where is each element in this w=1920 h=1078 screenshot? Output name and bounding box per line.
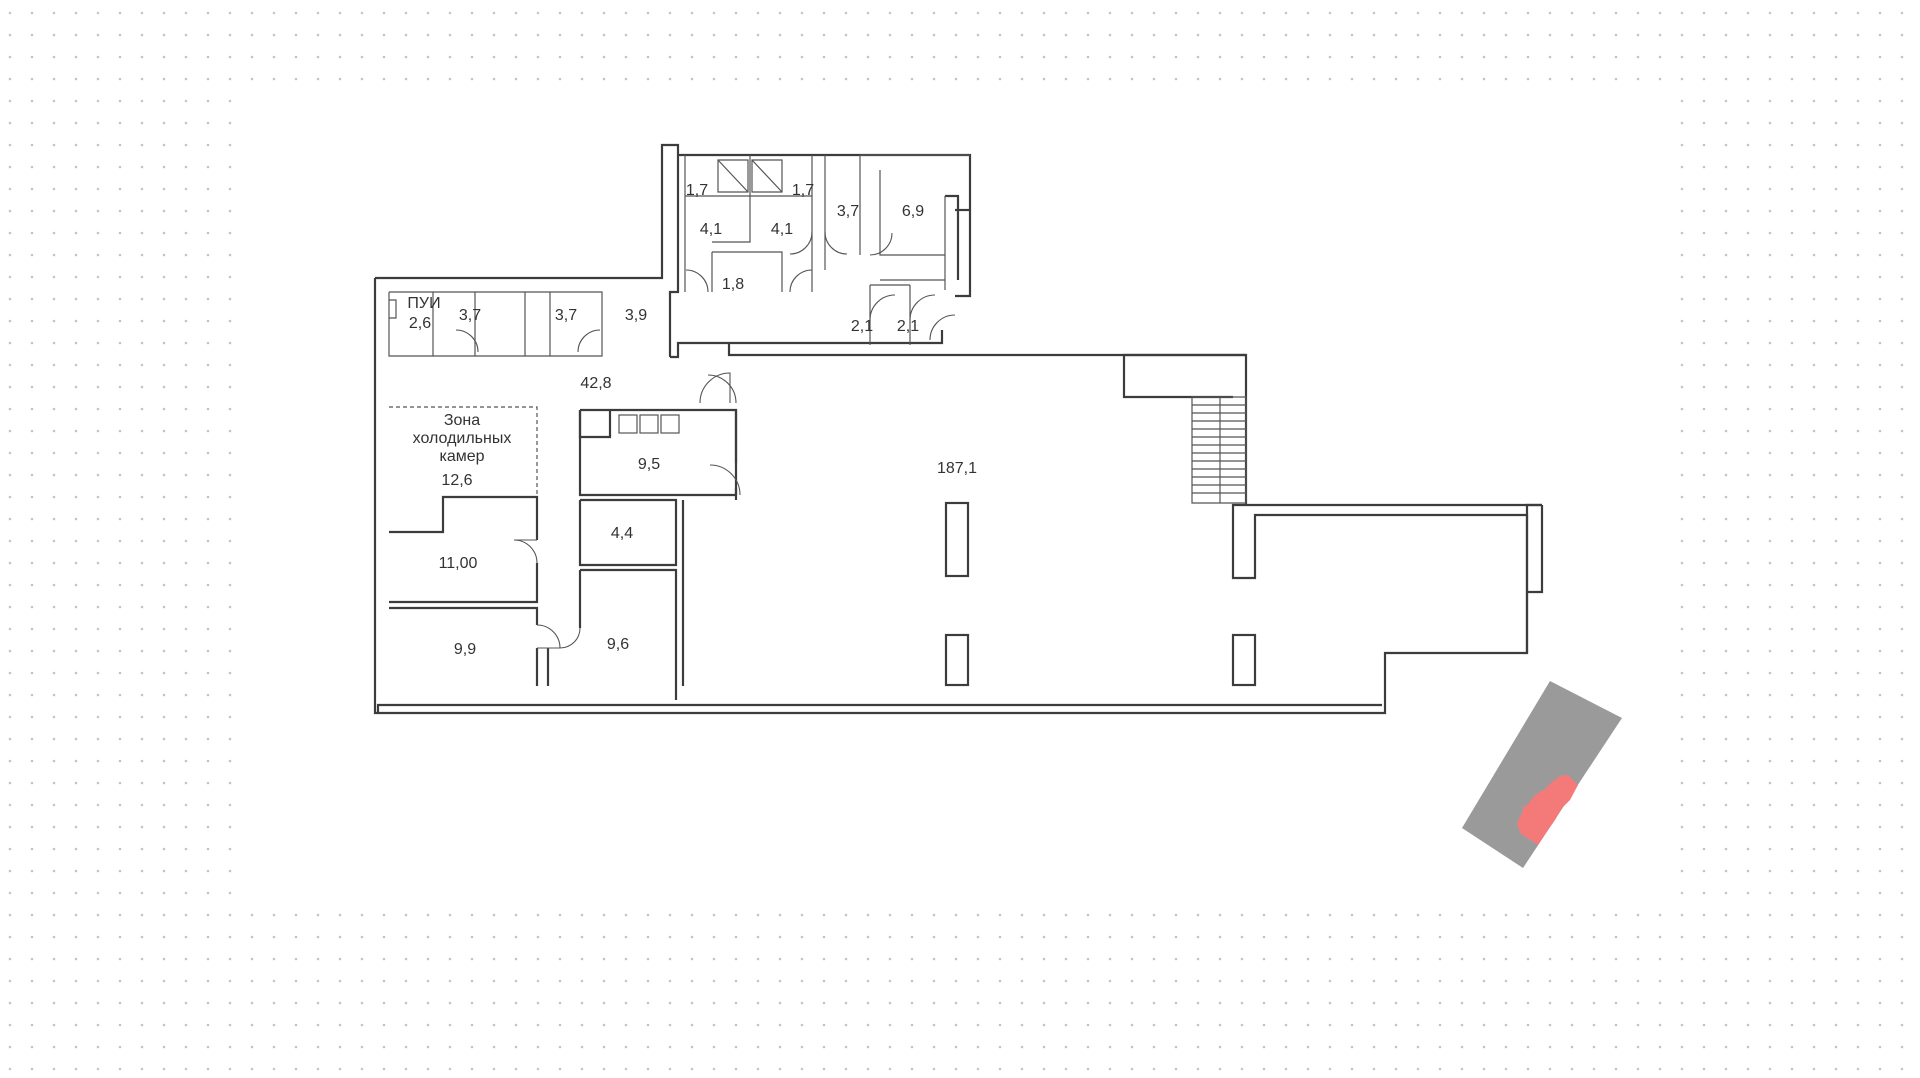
label-room-69: 6,9 xyxy=(902,203,924,220)
label-corridor: 42,8 xyxy=(580,375,611,392)
label-room-44: 4,4 xyxy=(611,525,633,542)
label-cold-zone-3: камер xyxy=(439,448,484,465)
label-cold-zone-2: холодильных xyxy=(413,430,512,447)
unit-highlight xyxy=(1517,775,1578,845)
label-room-37b: 3,7 xyxy=(837,203,859,220)
label-cold-zone-1: Зона xyxy=(444,412,480,429)
label-room-39: 3,9 xyxy=(625,307,647,324)
label-room-1100: 11,00 xyxy=(439,555,478,572)
label-cold-zone-area: 12,6 xyxy=(441,472,472,489)
label-room-95: 9,5 xyxy=(638,456,660,473)
label-vestibule-a: 2,1 xyxy=(851,318,873,335)
label-shower-a: 1,7 xyxy=(686,182,708,199)
outer-walls xyxy=(373,143,1544,715)
label-pui-area: 2,6 xyxy=(409,315,431,332)
site-building-shape xyxy=(1462,681,1622,868)
label-room-96: 9,6 xyxy=(607,636,629,653)
interior-walls xyxy=(388,154,1257,700)
label-wc-b: 3,7 xyxy=(555,307,577,324)
label-vestibule-b: 2,1 xyxy=(897,318,919,335)
door-swings xyxy=(455,231,956,649)
label-wc-small: 1,8 xyxy=(722,276,744,293)
label-wc-a: 3,7 xyxy=(459,307,481,324)
room-labels: 187,1 42,8 Зона холодильных камер 12,6 П… xyxy=(407,182,977,658)
site-location-minimap xyxy=(1462,681,1622,868)
label-shower-b: 1,7 xyxy=(792,182,814,199)
staircase xyxy=(1192,397,1246,503)
label-pui: ПУИ xyxy=(407,295,440,312)
label-main-hall: 187,1 xyxy=(937,460,977,477)
label-locker-b: 4,1 xyxy=(771,221,793,238)
label-room-99: 9,9 xyxy=(454,641,476,658)
label-locker-a: 4,1 xyxy=(700,221,722,238)
